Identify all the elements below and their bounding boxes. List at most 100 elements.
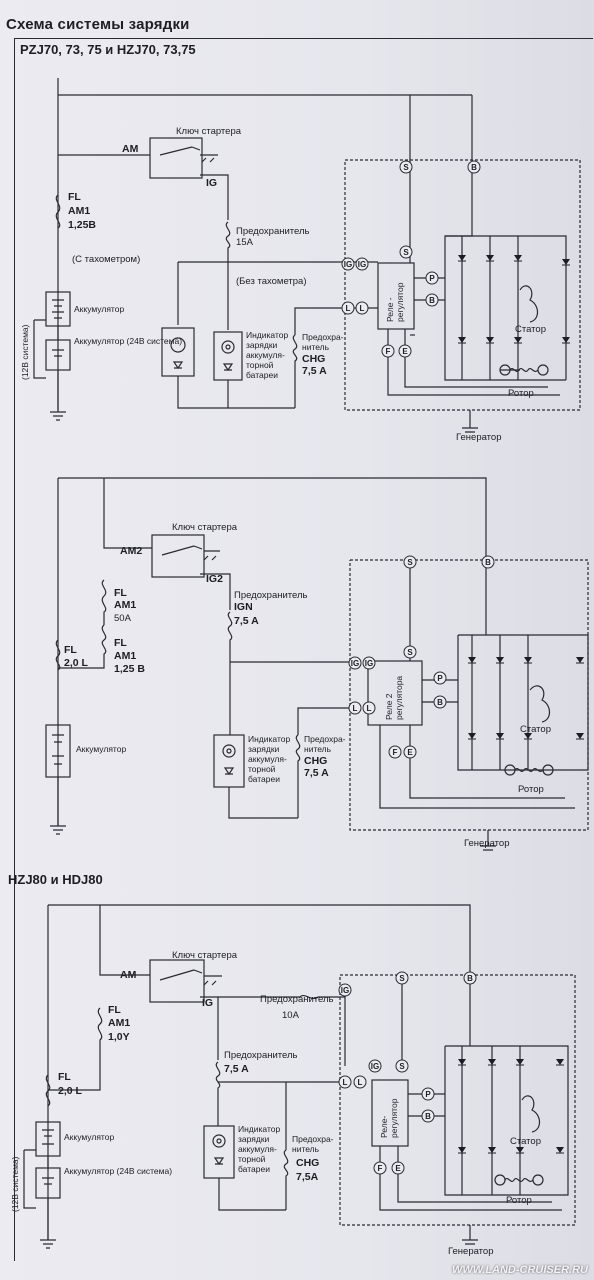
terminal-b: B — [485, 558, 491, 567]
diagram-frame — [14, 38, 593, 1261]
indicator-label-2: зарядки — [248, 744, 280, 754]
chg-label: CHG — [304, 755, 327, 767]
terminal-b: B — [429, 296, 435, 305]
terminal-f: F — [386, 347, 391, 356]
terminal-ig: IG — [341, 986, 349, 995]
tach-label: (С тахометром) — [72, 254, 140, 265]
terminal-e: E — [402, 347, 408, 356]
fuse-label: Предохранитель — [234, 590, 308, 601]
terminal-s: S — [407, 558, 413, 567]
am1-rating-b: 1,25 В — [114, 663, 145, 675]
battery24-label: Аккумулятор (24В система) — [64, 1166, 172, 1176]
indicator-label-1: Индикатор — [246, 330, 288, 340]
fuse-rating: 15A — [236, 237, 254, 248]
starter-key-label: Ключ стартера — [172, 950, 238, 961]
regulator-label-2: регулятор — [389, 1098, 399, 1138]
indicator-label-3: аккумуля- — [246, 350, 285, 360]
ig-label: IG — [206, 177, 217, 189]
rotor-label: Ротор — [506, 1195, 532, 1206]
am2-label: AM2 — [120, 545, 142, 557]
chg-fuse-label-1: Предохра- — [304, 734, 346, 744]
am1-rating: 1,0Y — [108, 1031, 130, 1043]
terminal-e: E — [407, 748, 413, 757]
fl20-rating: 2,0 L — [64, 657, 89, 669]
ig-label: IG — [202, 997, 213, 1009]
regulator-label-2: регулятор — [395, 282, 405, 322]
page-title: Схема системы зарядки — [6, 16, 190, 33]
system12-label: (12В система) — [10, 1156, 20, 1212]
starter-key-label: Ключ стартера — [172, 522, 238, 533]
am-label: AM — [122, 143, 139, 155]
ig2-label: IG2 — [206, 573, 223, 585]
battery-label: Аккумулятор — [76, 744, 126, 754]
indicator-label-1: Индикатор — [238, 1124, 280, 1134]
terminal-b: B — [425, 1112, 431, 1121]
ign-label: IGN — [234, 601, 253, 613]
indicator-label-3: аккумуля- — [248, 754, 287, 764]
terminal-s: S — [399, 1062, 405, 1071]
stator-label: Статор — [515, 324, 546, 335]
generator-label: Генератор — [456, 432, 502, 443]
indicator-label-5: батареи — [246, 370, 278, 380]
am1-rating: 1,25В — [68, 219, 96, 231]
indicator-label-4: торной — [246, 360, 274, 370]
system12-label: (12В система) — [20, 324, 30, 380]
terminal-b: B — [437, 698, 443, 707]
terminal-l: L — [353, 704, 358, 713]
chg-fuse-label-2: нитель — [304, 744, 332, 754]
stator-label: Статор — [520, 724, 551, 735]
regulator-label-1: Реле - — [385, 297, 395, 322]
indicator-label-5: батареи — [248, 774, 280, 784]
terminal-f: F — [393, 748, 398, 757]
section3-heading: HZJ80 и HDJ80 — [8, 872, 103, 887]
fuse-label: Предохранитель — [236, 226, 310, 237]
am1-label: AM1 — [114, 599, 136, 611]
terminal-s: S — [403, 248, 409, 257]
chg-rating: 7,5 A — [302, 365, 327, 377]
terminal-l: L — [360, 304, 365, 313]
fl-label: FL — [114, 587, 127, 599]
fuse-label: Предохранитель — [224, 1050, 298, 1061]
terminal-ig: IG — [358, 260, 366, 269]
chg-label: CHG — [302, 353, 325, 365]
am1-rating-a: 50A — [114, 613, 132, 624]
terminal-b: B — [471, 163, 477, 172]
am1-label: AM1 — [108, 1017, 130, 1029]
rotor-label: Ротор — [508, 388, 534, 399]
indicator-label-4: торной — [248, 764, 276, 774]
chg-label: CHG — [296, 1157, 319, 1169]
chg-rating: 7,5A — [296, 1171, 319, 1183]
am1-label-2: AM1 — [114, 650, 136, 662]
starter-key-label: Ключ стартера — [176, 126, 242, 137]
indicator-label-5: батареи — [238, 1164, 270, 1174]
terminal-l: L — [358, 1078, 363, 1087]
fuse-rating: 7,5 A — [224, 1063, 249, 1075]
section1-heading: PZJ70, 73, 75 и HZJ70, 73,75 — [20, 42, 196, 57]
chg-fuse-label-1: Предохра- — [302, 332, 344, 342]
indicator-label-2: зарядки — [238, 1134, 270, 1144]
fl-label-2: FL — [58, 1071, 71, 1083]
terminal-p: P — [429, 274, 435, 283]
battery24-label: Аккумулятор (24В система) — [74, 336, 182, 346]
fl-label: FL — [68, 191, 81, 203]
no-tach-label: (Без тахометра) — [236, 276, 307, 287]
watermark: WWW.LAND-CRUISER.RU — [451, 1264, 588, 1276]
terminal-e: E — [395, 1164, 401, 1173]
ign-rating: 7,5 A — [234, 615, 259, 627]
terminal-s: S — [407, 648, 413, 657]
terminal-ig: IG — [365, 659, 373, 668]
chg-fuse-label-2: нитель — [302, 342, 330, 352]
chg-fuse-label-1: Предохра- — [292, 1134, 334, 1144]
regulator-label-2: регулятора — [394, 676, 404, 720]
terminal-s: S — [403, 163, 409, 172]
fl-label-2: FL — [114, 637, 127, 649]
fuse10-rating: 10A — [282, 1010, 300, 1021]
am-label: AM — [120, 969, 137, 981]
rotor-label: Ротор — [518, 784, 544, 795]
fl-label: FL — [108, 1004, 121, 1016]
terminal-ig: IG — [351, 659, 359, 668]
terminal-ig: IG — [344, 260, 352, 269]
terminal-l: L — [343, 1078, 348, 1087]
